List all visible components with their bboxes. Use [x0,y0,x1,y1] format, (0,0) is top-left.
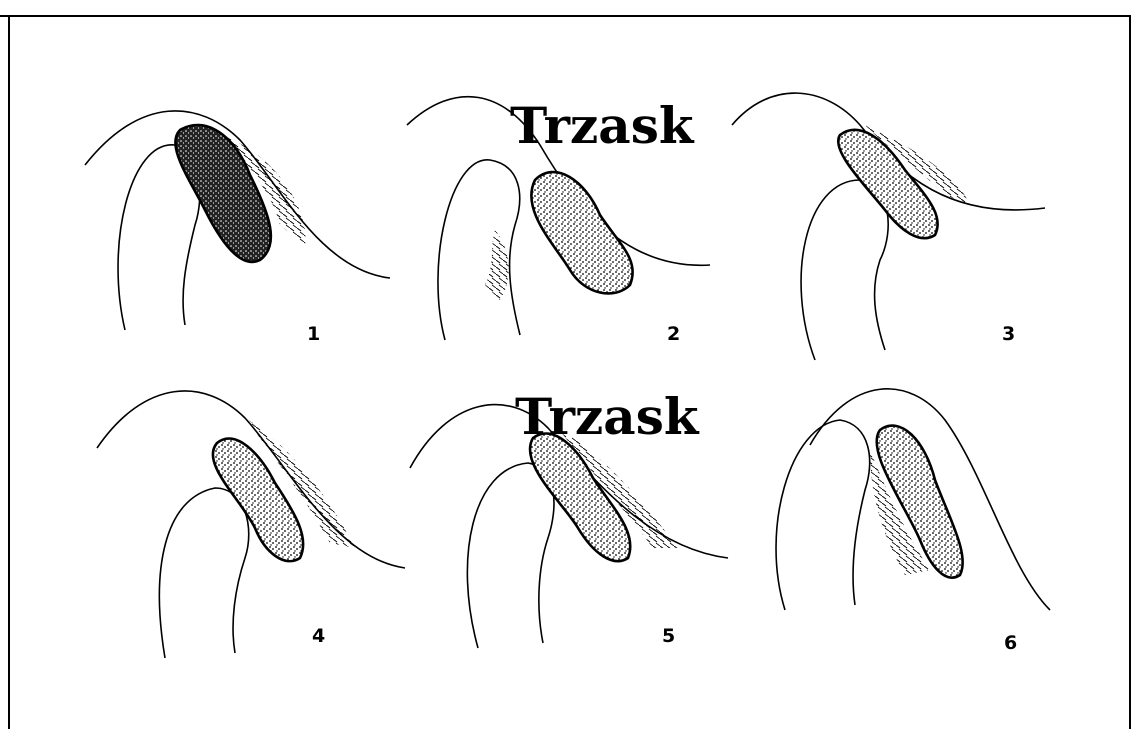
articular-disc [175,125,271,262]
hair-texture [485,230,509,300]
panel-number: 2 [667,323,680,345]
panel-3: 3 [730,80,1070,380]
condyle-outline [438,160,520,340]
panel-number: 5 [662,625,675,647]
condyle-outline [801,180,888,360]
frame-left-border [8,15,10,729]
panel-1: 1 [80,95,420,395]
panel-4: 4 [95,378,435,678]
click-sound-label: Trzask [515,392,699,442]
panel-number: 6 [1004,632,1017,654]
panel-5: 5 Trzask [408,378,748,678]
articular-disc [531,172,632,293]
frame-top-border [0,15,1131,17]
condyle-outline [467,463,554,648]
panel-number: 3 [1002,323,1015,345]
condyle-outline [159,488,248,658]
condyle-outline [776,420,870,610]
panel-6: 6 [770,370,1110,670]
panel-2: 2 Trzask [405,85,745,385]
panel-number: 4 [312,625,325,647]
click-sound-label: Trzask [510,101,694,151]
panel-number: 1 [307,323,320,345]
